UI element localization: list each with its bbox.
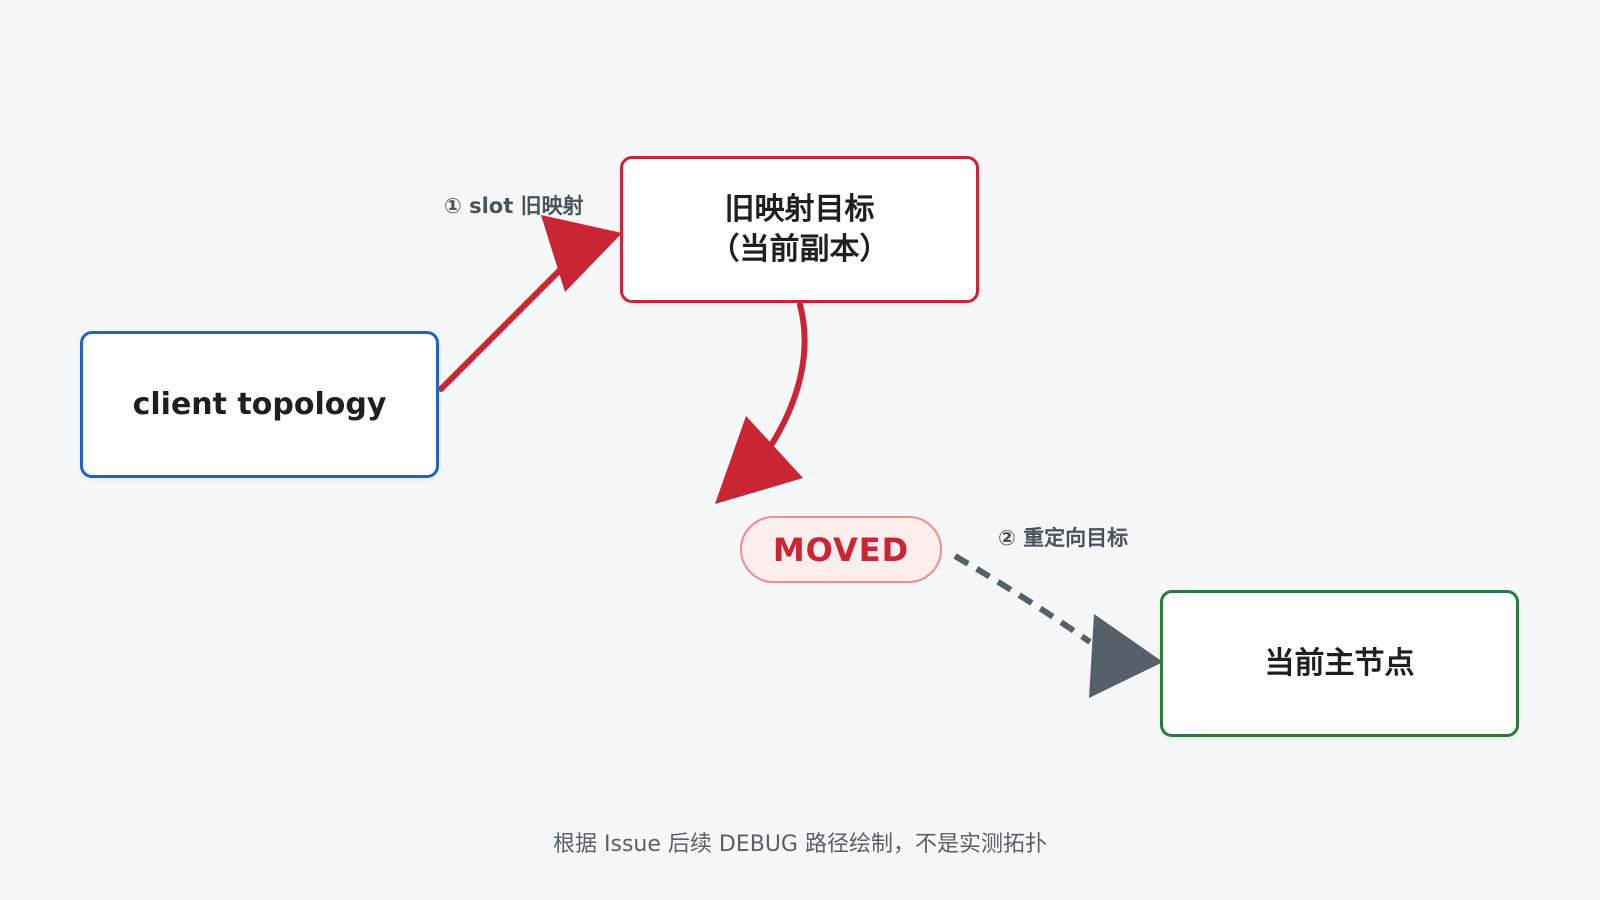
edge-arrowhead-moved bbox=[715, 416, 803, 504]
node-current-master-label: 当前主节点 bbox=[1264, 645, 1415, 681]
diagram-caption: 根据 Issue 后续 DEBUG 路径绘制，不是实测拓扑 bbox=[553, 832, 1047, 857]
node-old-mapping-target: 旧映射目标 （当前副本） bbox=[620, 156, 979, 303]
node-client-topology: client topology bbox=[80, 331, 439, 478]
edge-client-to-old-target bbox=[438, 262, 568, 392]
edge-old-target-to-moved bbox=[767, 302, 808, 450]
node-current-master: 当前主节点 bbox=[1160, 590, 1519, 737]
edge-arrowhead-master bbox=[1089, 614, 1163, 698]
node-old-mapping-target-label: 旧映射目标 （当前副本） bbox=[709, 191, 890, 267]
edge-moved-to-master bbox=[953, 553, 1092, 645]
edge-arrowhead-old-target bbox=[541, 215, 622, 292]
edge-label-redirect-target: ② 重定向目标 bbox=[998, 526, 1129, 550]
edge-label-slot-old-mapping: ① slot 旧映射 bbox=[444, 194, 584, 218]
moved-status-label: MOVED bbox=[772, 530, 910, 569]
node-client-topology-label: client topology bbox=[132, 386, 387, 422]
moved-status-badge: MOVED bbox=[740, 516, 942, 583]
